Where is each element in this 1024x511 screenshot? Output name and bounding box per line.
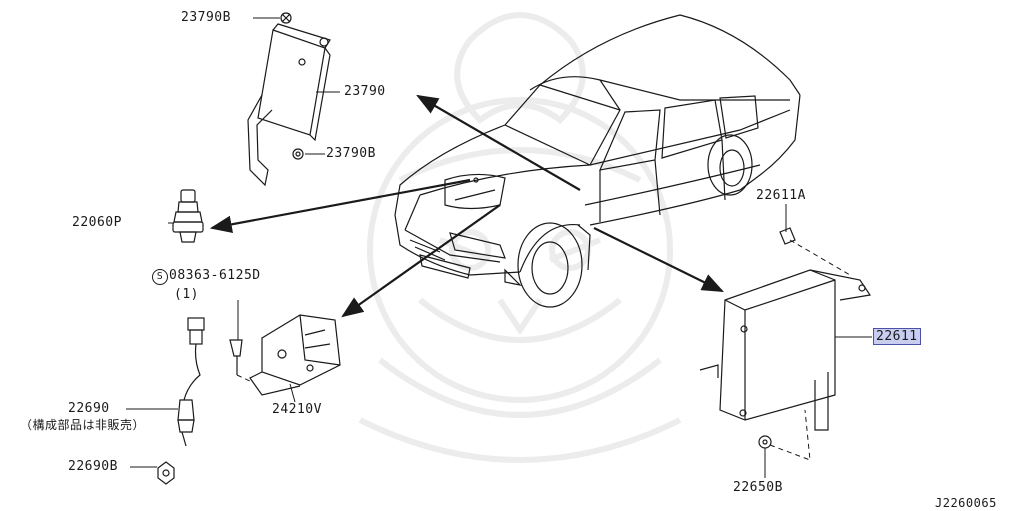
callout-22611-highlighted[interactable]: 22611: [873, 328, 921, 345]
callout-24210v: 24210V: [272, 402, 322, 417]
callout-08363-text: 08363-6125D: [169, 268, 261, 283]
callout-23790: 23790: [344, 84, 386, 99]
ignition-relay-bracket: [247, 12, 331, 187]
location-arrows: [209, 94, 724, 318]
callout-22690: 22690: [68, 401, 110, 416]
car-illustration: [394, 14, 801, 308]
callout-08363-quantity: (1): [174, 287, 199, 302]
callout-22690-note: （構成部品は非販売）: [20, 418, 146, 432]
callout-22611a: 22611A: [756, 188, 806, 203]
callout-23790b-low: 23790B: [326, 146, 376, 161]
standard-part-symbol: S: [152, 269, 168, 285]
callout-22650b: 22650B: [733, 480, 783, 495]
callout-22690b: 22690B: [68, 459, 118, 474]
oxygen-sensor: [157, 317, 205, 485]
callout-23790b-top: 23790B: [181, 10, 231, 25]
ecm-unit: [699, 227, 872, 449]
crank-sensor-bracket: [229, 314, 341, 396]
callout-22060p: 22060P: [72, 215, 122, 230]
oil-pressure-switch: [172, 189, 204, 243]
dashed-assembly-lines: [236, 239, 851, 461]
leader-lines: [126, 17, 872, 478]
figure-id: J2260065: [935, 496, 997, 510]
watermark-emblem: [358, 12, 682, 463]
